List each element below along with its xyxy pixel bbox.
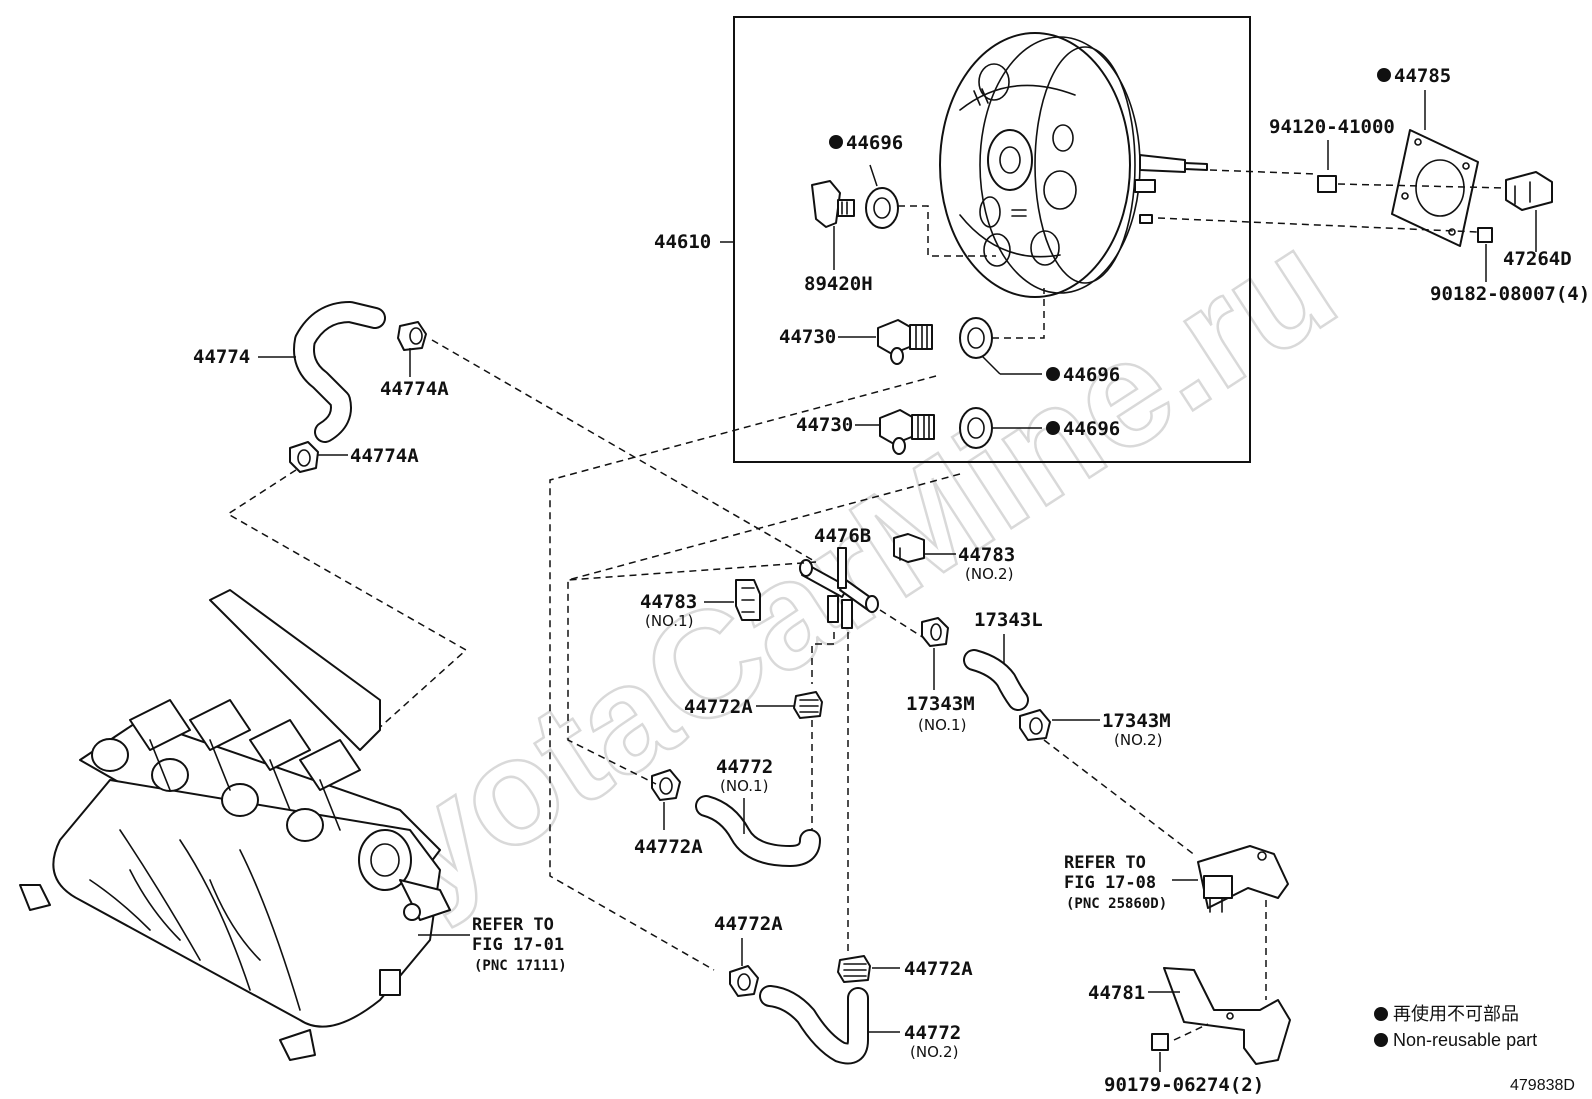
vsv-bracket-shape — [1197, 845, 1289, 913]
hose-44774-label: 44774 — [193, 346, 250, 368]
seal-44696-shape — [865, 187, 899, 229]
booster-assembly-box — [733, 16, 1251, 463]
clamp-17343M-no1-label: 17343M — [906, 693, 975, 715]
intake-manifold-drawing — [19, 589, 451, 1061]
grommet-1-label: 44696 — [1063, 364, 1120, 386]
hose-44772-no2-sub: (NO.2) — [910, 1043, 958, 1061]
vacuum-sensor-shape — [811, 180, 855, 228]
hose-44772-no1-label: 44772 — [716, 756, 773, 778]
non-reusable-bullet — [1046, 367, 1060, 381]
grommet-1-shape — [959, 317, 993, 359]
bracket-44781-shape — [1163, 967, 1291, 1065]
clamp-44774A-top-shape — [397, 321, 427, 351]
clamp-44774A-top-label: 44774A — [380, 378, 449, 400]
clamp-44772A-1-label: 44772A — [684, 696, 753, 718]
legend-text-en: Non-reusable part — [1393, 1030, 1537, 1050]
ref-17-01-line2: FIG 17-01 — [472, 935, 564, 955]
clamp-44772A-4-label: 44772A — [904, 958, 973, 980]
legend-bullet-jp — [1374, 1007, 1388, 1021]
clamp-17343M-no1-shape — [921, 617, 949, 647]
seal-44696-label: 44696 — [846, 132, 903, 154]
check-valve-2-shape — [879, 409, 935, 455]
clamp-44772A-3-label: 44772A — [714, 913, 783, 935]
bracket-47264D-shape — [1505, 171, 1553, 211]
upper-hose-44774-shape — [293, 301, 386, 443]
hose-44772-no2-label: 44772 — [904, 1022, 961, 1044]
clip-44783-no1-sub: (NO.1) — [645, 612, 693, 630]
legend-text-jp: 再使用不可部品 — [1393, 1004, 1519, 1024]
clip-44783-no2-shape — [893, 533, 925, 563]
grommet-2-label: 44696 — [1063, 418, 1120, 440]
hose-44772-no1-shape — [695, 795, 821, 867]
spacer-shape — [1317, 175, 1337, 193]
clip-44783-no1-shape — [735, 579, 761, 621]
nut-90179-label: 90179-06274(2) — [1104, 1074, 1264, 1096]
hose-44772-no1-sub: (NO.1) — [720, 777, 768, 795]
clip-44783-no2-label: 44783 — [958, 544, 1015, 566]
check-valve-2-label: 44730 — [796, 414, 853, 436]
clamp-17343M-no2-label: 17343M — [1102, 710, 1171, 732]
clamp-44772A-2-label: 44772A — [634, 836, 703, 858]
clamp-17343M-no1-sub: (NO.1) — [918, 716, 966, 734]
bracket-47264D-label: 47264D — [1503, 248, 1572, 270]
non-reusable-bullet — [829, 135, 843, 149]
check-valve-1-shape — [877, 319, 933, 365]
bracket-44781-label: 44781 — [1088, 982, 1145, 1004]
legend-bullet-en — [1374, 1033, 1388, 1047]
clamp-44772A-2-shape — [651, 769, 681, 801]
sensor-89420H-label: 89420H — [804, 273, 873, 295]
non-reusable-bullet — [1377, 68, 1391, 82]
ref-17-01-line1: REFER TO — [472, 915, 554, 935]
clip-44783-no1-label: 44783 — [640, 591, 697, 613]
clamp-17343M-no2-shape — [1019, 709, 1051, 741]
hose-17343L-shape — [963, 649, 1029, 711]
non-reusable-bullet — [1046, 421, 1060, 435]
clamp-44772A-1-shape — [793, 691, 823, 719]
union-4476B-label: 4476B — [814, 525, 871, 547]
clip-44783-no2-sub: (NO.2) — [965, 565, 1013, 583]
clamp-44772A-4-shape — [837, 955, 871, 983]
ref-17-01-line3: (PNC 17111) — [474, 958, 567, 974]
booster-assembly-label: 44610 — [654, 231, 711, 253]
nut-90182-shape — [1477, 227, 1493, 243]
gasket-44785-shape — [1391, 129, 1479, 247]
clamp-17343M-no2-sub: (NO.2) — [1114, 731, 1162, 749]
ref-17-08-line2: FIG 17-08 — [1064, 873, 1156, 893]
grommet-2-shape — [959, 407, 993, 449]
clamp-44774A-bottom-shape — [289, 441, 319, 473]
diagram-code: 479838D — [1510, 1077, 1575, 1094]
ref-17-08-line1: REFER TO — [1064, 853, 1146, 873]
union-4476B-shape — [799, 547, 879, 629]
hose-44772-no2-shape — [759, 985, 869, 1065]
spacer-label: 94120-41000 — [1269, 116, 1395, 138]
hose-17343L-label: 17343L — [974, 609, 1043, 631]
nut-90182-label: 90182-08007(4) — [1430, 283, 1590, 305]
ref-17-08-line3: (PNC 25860D) — [1066, 896, 1167, 912]
gasket-44785-label: 44785 — [1394, 65, 1451, 87]
clamp-44772A-3-shape — [729, 965, 759, 997]
clamp-44774A-bottom-label: 44774A — [350, 445, 419, 467]
nut-90179-shape — [1151, 1033, 1169, 1051]
check-valve-1-label: 44730 — [779, 326, 836, 348]
brake-booster-drawing — [939, 32, 1208, 298]
